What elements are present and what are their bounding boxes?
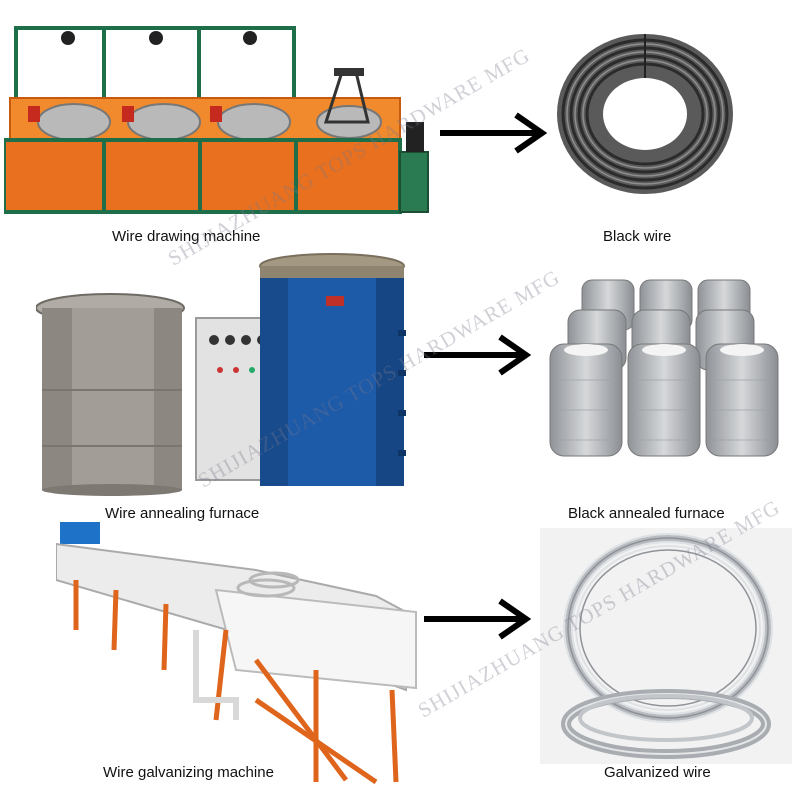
galvanized-wire-caption: Galvanized wire — [604, 764, 711, 781]
annealing-furnace-image — [36, 250, 416, 496]
black-wire-caption: Black wire — [603, 228, 672, 245]
wire-drawing-machine-caption: Wire drawing machine — [112, 228, 261, 245]
wire-drawing-machine-image — [4, 22, 432, 218]
galvanizing-line-image — [56, 520, 426, 786]
annealed-wire-caption: Black annealed furnace — [568, 505, 725, 522]
black-wire-coil-image — [552, 30, 738, 198]
galvanizing-machine-caption: Wire galvanizing machine — [103, 764, 274, 781]
arrow-right-icon — [440, 112, 550, 154]
arrow-right-icon — [424, 334, 534, 376]
annealing-furnace-caption: Wire annealing furnace — [105, 505, 260, 522]
galvanized-wire-coil-image — [540, 528, 792, 764]
arrow-right-icon — [424, 598, 534, 640]
annealed-wire-coils-image — [548, 270, 784, 460]
